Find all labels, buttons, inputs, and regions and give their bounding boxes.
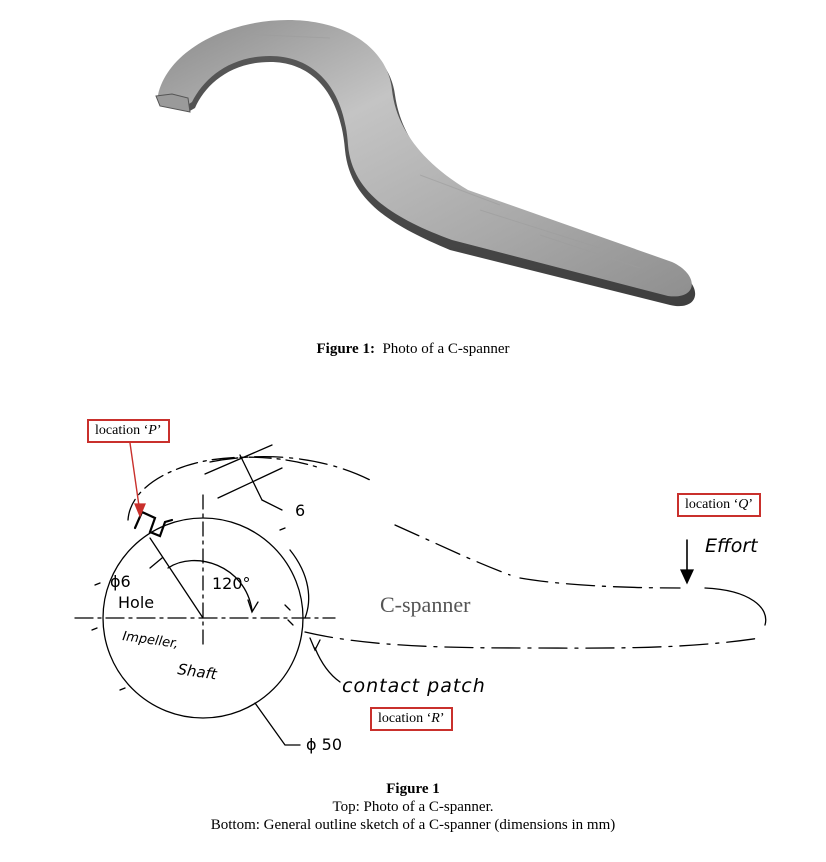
location-q-prefix: location ‘	[685, 497, 739, 512]
c-spanner-label: C-spanner	[380, 592, 471, 617]
hole-label: Hole	[118, 593, 154, 612]
hole-radial-line	[149, 537, 204, 619]
location-q-letter: Q	[738, 497, 749, 512]
spanner-outline-upper	[127, 456, 321, 521]
figure-caption-line2: Bottom: General outline sketch of a C-sp…	[210, 817, 616, 833]
location-r-suffix: ’	[439, 711, 445, 726]
impeller-label: Impeller,	[121, 629, 179, 652]
figure-caption-line1: Top: Photo of a C-spanner.	[332, 799, 494, 815]
figure-title: Figure 1	[386, 781, 440, 797]
angle-label: 120°	[212, 574, 251, 593]
photo-caption: Figure 1: Photo of a C-spanner	[0, 341, 826, 358]
location-p-pointer	[129, 442, 141, 514]
effort-label: Effort	[705, 535, 759, 557]
location-p-letter: P	[148, 423, 157, 438]
location-r-prefix: location ‘	[378, 711, 432, 726]
figure-caption: Figure 1 Top: Photo of a C-spanner. Bott…	[0, 780, 826, 834]
angle-arc	[167, 559, 253, 611]
location-r-letter: R	[431, 711, 440, 726]
location-p-suffix: ’	[156, 423, 162, 438]
contact-patch-label: contact patch	[342, 675, 486, 697]
dim-6-label: 6	[295, 501, 305, 520]
location-q-suffix: ’	[748, 497, 754, 512]
location-p-prefix: location ‘	[95, 423, 149, 438]
location-r-callout: location ‘R’	[370, 707, 453, 731]
dim-phi50-label: ϕ 50	[306, 735, 342, 754]
photo-caption-text: Photo of a C-spanner	[382, 341, 510, 357]
spanner-photo	[155, 20, 696, 307]
location-p-callout: location ‘P’	[87, 419, 170, 443]
photo-caption-label: Figure 1:	[316, 341, 375, 357]
location-q-callout: location ‘Q’	[677, 493, 762, 517]
spanner-outline-lower	[304, 631, 761, 649]
dim-phi6-label: ϕ6	[110, 572, 131, 591]
shaft-label: Shaft	[176, 660, 219, 683]
spanner-sketch: 6 ϕ6 Hole 120° Impeller, Shaft ϕ 50 C-sp…	[74, 442, 767, 754]
